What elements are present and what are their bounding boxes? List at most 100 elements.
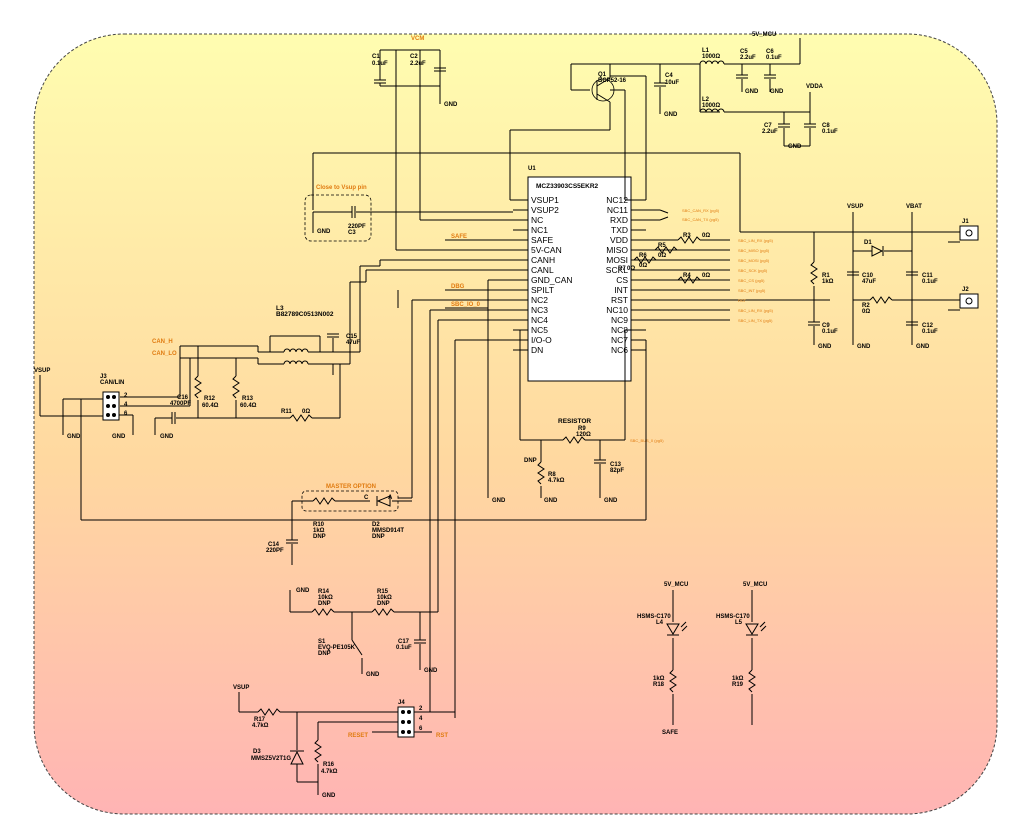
c1-val: 0.1uF bbox=[372, 61, 388, 67]
c11-val: 0.1uF bbox=[922, 279, 938, 285]
net-label-7: SBC_CS (pg5) bbox=[738, 278, 765, 283]
r2-val: 0Ω bbox=[862, 309, 870, 315]
gnd-c10: GND bbox=[857, 344, 871, 350]
c6-val: 0.1uF bbox=[766, 55, 782, 61]
r4-ref: R4 bbox=[683, 273, 691, 279]
board-background bbox=[33, 33, 998, 815]
u1-pin-left-16: DN bbox=[531, 345, 543, 355]
s1-dnp: DNP bbox=[318, 651, 331, 657]
r13-ref: R13 bbox=[242, 396, 254, 402]
r18-ref: R18 bbox=[653, 682, 665, 688]
j3-ref: J3 bbox=[100, 374, 107, 380]
gnd-r14: GND bbox=[296, 588, 310, 594]
c8-val: 0.1uF bbox=[822, 129, 838, 135]
gnd-c4: GND bbox=[664, 112, 678, 118]
d2-pin-c: C bbox=[364, 495, 369, 501]
gnd-c17: GND bbox=[424, 668, 438, 674]
r9-ref: R9 bbox=[578, 426, 586, 432]
r16-val: 4.7kΩ bbox=[321, 769, 338, 775]
s1-ref: S1 bbox=[318, 639, 326, 645]
gnd-c3: GND bbox=[317, 229, 331, 235]
r7-val: 0Ω bbox=[627, 266, 635, 272]
net-reset: RESET bbox=[348, 733, 368, 739]
c4-val: 10uF bbox=[665, 80, 679, 86]
gnd-r8: GND bbox=[544, 498, 558, 504]
c17-ref: C17 bbox=[398, 639, 410, 645]
u1-pin-left-9: GND_CAN bbox=[531, 275, 573, 285]
net-rst: RST bbox=[436, 733, 448, 739]
c12-val: 0.1uF bbox=[922, 329, 938, 335]
r3-val: 0Ω bbox=[702, 233, 710, 239]
u1-pin-right-4: TXD bbox=[611, 225, 628, 235]
gnd-c12: GND bbox=[916, 344, 930, 350]
u1-pin-right-7: MOSI bbox=[606, 255, 628, 265]
r7-ref: R7 bbox=[618, 266, 626, 272]
u1-pin-left-2: VSUP2 bbox=[531, 205, 559, 215]
r17-val: 4.7kΩ bbox=[252, 723, 269, 729]
d2-pin-a: A bbox=[388, 495, 393, 501]
r14-val: 10kΩ bbox=[318, 595, 333, 601]
r18-val: 1kΩ bbox=[653, 676, 665, 682]
c4-ref: C4 bbox=[665, 73, 673, 79]
r1-ref: R1 bbox=[822, 273, 830, 279]
r14-ref: R14 bbox=[318, 589, 330, 595]
net-can-lo: CAN_LO bbox=[152, 351, 177, 357]
u1-pin-right-8: SCKL bbox=[606, 265, 628, 275]
u1-pin-left-11: NC2 bbox=[531, 295, 548, 305]
net-vsup-right: VSUP bbox=[847, 204, 863, 210]
callout-resistor: RESISTOR bbox=[558, 418, 591, 425]
net-safe: SAFE bbox=[451, 234, 467, 240]
j2-ref: J2 bbox=[962, 287, 969, 293]
u1-pin-right-15: NC7 bbox=[611, 335, 628, 345]
j3-pin-2: 2 bbox=[124, 393, 128, 399]
net-label-10: SBC_LIN_RX (pg5) bbox=[738, 308, 774, 313]
l3-val: B82789C0513N002 bbox=[276, 311, 334, 318]
c9-val: 0.1uF bbox=[822, 329, 838, 335]
j2-connector bbox=[948, 293, 979, 311]
r10-val: 1kΩ bbox=[313, 528, 325, 534]
r9-val: 120Ω bbox=[576, 432, 591, 438]
r17-ref: R17 bbox=[254, 717, 266, 723]
gnd-c13: GND bbox=[604, 498, 618, 504]
l4-led-icon bbox=[666, 621, 688, 636]
l5-val: HSMS-C170 bbox=[716, 614, 750, 620]
u1-pin-left-6: 5V-CAN bbox=[531, 245, 562, 255]
gnd-can: GND bbox=[492, 498, 506, 504]
net-label-5: SBC_MOSI (pg5) bbox=[738, 258, 770, 263]
gnd-c5: GND bbox=[745, 89, 759, 95]
j1-ref: J1 bbox=[962, 219, 969, 225]
u1-pin-right-1: NC12 bbox=[606, 195, 628, 205]
r5-val: 0Ω bbox=[658, 253, 666, 259]
callout-close-vsup: Close to Vsup pin bbox=[316, 185, 367, 191]
r13-val: 60.4Ω bbox=[240, 403, 257, 409]
u1-pin-right-14: NC8 bbox=[611, 325, 628, 335]
net-label-4: SBC_MISO (pg5) bbox=[738, 248, 770, 253]
u1-pin-right-2: NC11 bbox=[607, 205, 628, 215]
d1-diode-icon bbox=[871, 245, 884, 257]
net-label-1: SBC_CAN_RX (pg5) bbox=[682, 208, 720, 213]
callout-master-option: MASTER OPTION bbox=[326, 484, 376, 490]
c12-ref: C12 bbox=[922, 323, 934, 329]
l5-ref: L5 bbox=[735, 620, 743, 626]
r11-val: 0Ω bbox=[302, 409, 310, 415]
c13-val: 82pF bbox=[610, 468, 624, 474]
r8-ref: R8 bbox=[548, 472, 556, 478]
u1-pin-right-5: VDD bbox=[610, 235, 628, 245]
r1-val: 1kΩ bbox=[822, 279, 834, 285]
c16-ref: C16 bbox=[177, 395, 189, 401]
j3-header bbox=[102, 391, 120, 421]
c5-val: 2.2uF bbox=[740, 55, 756, 61]
net-5v-mcu: 5V_MCU bbox=[752, 32, 776, 38]
q1-val: BCP52-16 bbox=[598, 78, 627, 84]
j1-connector bbox=[948, 225, 979, 243]
net-sbc-io-0: SBC_IO_0 bbox=[451, 302, 481, 308]
d3-ref: D3 bbox=[253, 749, 261, 755]
u1-pin-left-10: SPILT bbox=[531, 285, 554, 295]
j4-ref: J4 bbox=[398, 700, 405, 706]
u1-ref: U1 bbox=[528, 166, 536, 172]
u1-pin-left-3: NC bbox=[531, 215, 543, 225]
gnd-r16: GND bbox=[322, 793, 336, 799]
c3-ref: C3 bbox=[348, 230, 356, 236]
u1-pin-left-5: SAFE bbox=[531, 235, 554, 245]
